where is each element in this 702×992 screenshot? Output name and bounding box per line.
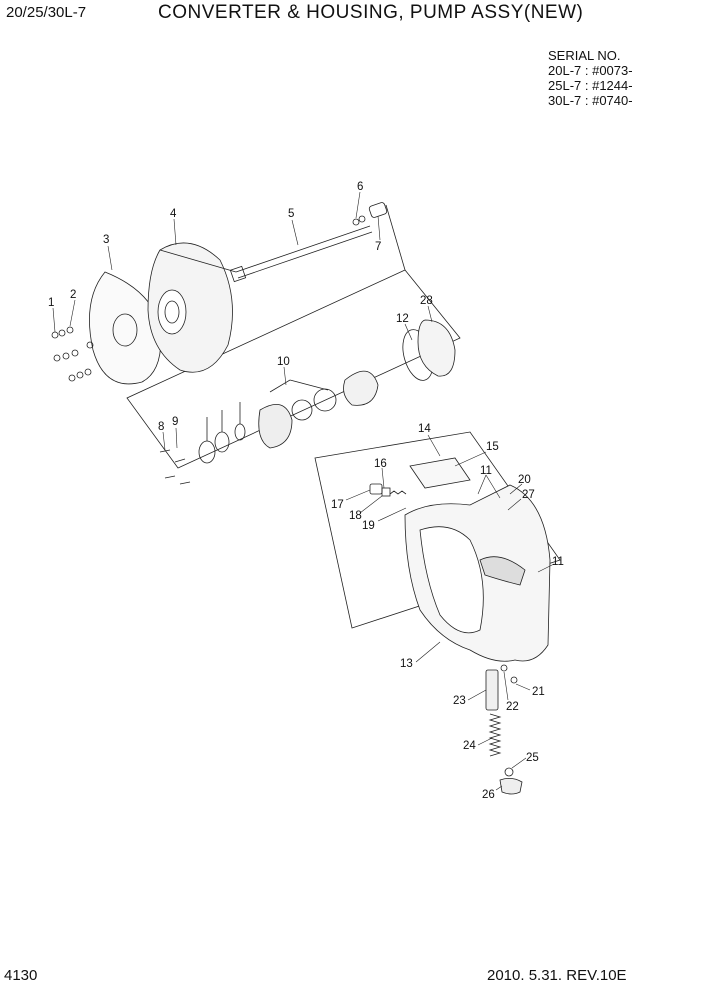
date-revision: 2010. 5.31. REV.10E [487,967,627,984]
spring-part [389,490,407,495]
callout-24: 24 [463,740,476,752]
input-shaft-part [229,225,373,283]
callout-28: 28 [420,295,433,307]
seal-part [381,487,391,497]
page-number: 4130 [4,967,38,984]
callout-18: 18 [349,510,362,522]
callout-6: 6 [357,181,363,193]
torque-converter-part [147,242,233,373]
model-label: 20/25/30L-7 [6,4,87,21]
callout-21: 21 [532,686,545,698]
callout-11a: 11 [480,465,492,477]
housing-subassembly-frame [314,431,561,629]
bushing-part [368,202,388,218]
callout-16: 16 [374,458,387,470]
callout-20: 20 [518,474,531,486]
callout-5: 5 [288,208,294,220]
snap-ring-part [358,215,366,223]
callout-2: 2 [70,289,76,301]
callout-19: 19 [362,520,375,532]
callout-15: 15 [486,441,499,453]
pump-bolt-part [159,449,191,485]
callout-26: 26 [482,789,495,801]
callout-12: 12 [396,313,409,325]
serial-line-30l: 30L-7 : #0740- [548,93,633,108]
callout-7: 7 [375,241,381,253]
callout-17: 17 [331,499,344,511]
plug-part [369,483,383,495]
callout-10: 10 [277,356,290,368]
callout-23: 23 [453,695,466,707]
callout-3: 3 [103,234,109,246]
callout-25: 25 [526,752,539,764]
oil-pump-part [198,370,379,464]
pump-subassembly-frame [126,269,461,469]
callout-13: 13 [400,658,413,670]
callout-14: 14 [418,423,431,435]
callout-4: 4 [170,208,177,220]
serial-heading: SERIAL NO. [548,48,621,63]
callout-8: 8 [158,421,164,433]
bolt-set-part [51,326,94,382]
callout-22: 22 [506,701,519,713]
converter-housing-part [404,484,551,662]
callout-1: 1 [48,297,54,309]
serial-number-block: SERIAL NO. 20L-7 : #0073- 25L-7 : #1244-… [548,48,633,108]
callout-9: 9 [172,416,178,428]
page-title: CONVERTER & HOUSING, PUMP ASSY(NEW) [158,2,584,23]
cover-plate-part [409,457,471,489]
snap-ring-part [352,218,360,226]
callout-27: 27 [522,489,535,501]
valve-stack-part [485,664,523,795]
serial-line-25l: 25L-7 : #1244- [548,78,633,93]
serial-line-20l: 20L-7 : #0073- [548,63,633,78]
callout-labels: 1 2 3 4 5 6 7 8 9 10 11 11 11 12 13 14 1… [48,181,564,801]
callout-11b: 11 [552,556,564,568]
pump-cover-plate-part [417,319,456,377]
